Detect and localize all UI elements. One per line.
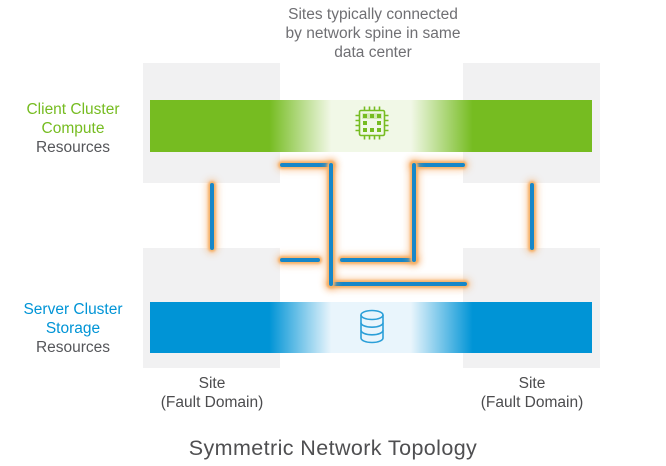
spine-top-horizontal-right bbox=[412, 163, 465, 167]
server-cluster-label-line2: Storage bbox=[45, 320, 101, 337]
site-fault-domain-label-right: Site (Fault Domain) bbox=[480, 375, 584, 411]
spine-vertical-left bbox=[329, 163, 333, 286]
server-cluster-label: Server Cluster Storage Resources bbox=[0, 300, 146, 357]
chip-icon bbox=[352, 103, 392, 143]
intra-site-link-left bbox=[210, 183, 214, 250]
spine-mid-horizontal-right-segment bbox=[340, 258, 416, 262]
server-cluster-label-line3: Resources bbox=[35, 339, 111, 356]
spine-bottom-horizontal bbox=[329, 282, 467, 286]
diagram-title: Symmetric Network Topology bbox=[188, 436, 478, 460]
client-cluster-label-line1: Client Cluster bbox=[26, 101, 120, 118]
intra-site-link-right bbox=[530, 183, 534, 250]
site-fault-domain-label-left: Site (Fault Domain) bbox=[160, 375, 264, 411]
client-compute-bar bbox=[150, 100, 592, 152]
server-cluster-label-line1: Server Cluster bbox=[23, 301, 123, 318]
client-cluster-label-line3: Resources bbox=[35, 139, 111, 156]
spine-mid-horizontal-left-segment bbox=[280, 258, 320, 262]
spine-top-horizontal-left bbox=[280, 163, 333, 167]
client-cluster-label: Client Cluster Compute Resources bbox=[0, 100, 146, 157]
database-stack-icon bbox=[357, 307, 387, 347]
client-cluster-label-line2: Compute bbox=[41, 120, 105, 137]
spine-vertical-right bbox=[412, 163, 416, 262]
top-caption: Sites typically connected by network spi… bbox=[285, 6, 461, 61]
